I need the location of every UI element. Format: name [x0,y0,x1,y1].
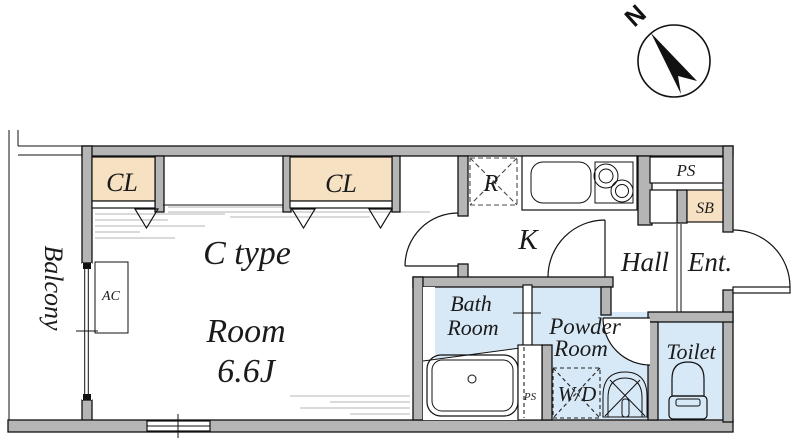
washer-dryer-space [552,367,601,419]
washbasin [602,371,648,418]
closet-door-triangle [133,208,160,230]
wall-segment [647,321,659,421]
toilet-tank [668,395,708,420]
kitchen-counter [521,155,638,211]
closet-1-label: CL [106,168,138,197]
bath-door [522,284,533,348]
bath-ledge [423,287,435,361]
toilet-label: Toilet [666,339,716,364]
sink [530,161,592,204]
room-size-label: 6.6J [217,353,277,390]
stove-burner [610,179,634,203]
entrance-label: Ent. [687,247,732,277]
ac-label: AC [101,289,121,304]
stove-burner [593,163,619,189]
wall-segment [676,189,688,224]
wall-segment [81,145,93,264]
refrigerator-label: R [483,171,499,197]
room-type-label: C type [203,235,291,272]
kitchen-hall-door [547,219,606,278]
toilet-flush-button [675,398,701,407]
pipe-space-box [649,156,724,184]
wall-segment [391,155,401,213]
closet-1-front [91,200,156,209]
pipe-space-label: PS [676,161,696,180]
entrance-door [732,229,791,294]
shoe-box [686,189,724,223]
wall-segment [722,289,734,423]
ac-unit [94,261,129,334]
wall-segment [412,276,614,288]
closet-2-front [289,200,393,209]
stove-burner [598,168,614,184]
entrance-door-arc [732,229,791,288]
pipe-space-small-label: PS [523,391,537,403]
floor-hatching [95,206,430,415]
closet-door-triangle [290,208,317,230]
powder-label-line1: Powder [548,314,622,339]
bath-label-line1: Bath [450,291,492,316]
closet-2-label: CL [325,169,357,198]
powder-room-door [602,317,651,366]
stove-burner [615,184,629,198]
balcony-railing [8,130,82,420]
closet-2 [289,156,393,202]
north-needle [651,33,697,94]
wall-segment [457,155,469,217]
bath-label-line2: Room [446,315,498,340]
wall-segment [722,145,734,233]
bottom-window [146,414,211,438]
wall-segment [412,276,424,421]
wall-segment [154,155,165,213]
toilet-bowl [671,361,705,397]
bathtub-drain [467,374,477,384]
wall-segment [541,344,553,421]
stove [594,161,634,204]
hall-niche [649,189,678,224]
wall-segment [647,311,734,323]
powder-label-line2: Room [553,336,608,361]
wall-segment [81,145,734,157]
washbasin-faucet [621,398,630,418]
labels: CL CL C type Room 6.6J Balcony AC K R PS… [39,161,732,406]
entrance-door-leaf [732,286,791,294]
north-arrow: N [620,0,711,98]
toilet-fixture [668,361,708,420]
powder-door-arc [602,317,651,366]
kitchen-door-arc [547,219,606,278]
washer-dryer-label: W/D [558,382,597,406]
closet-door-triangles [133,208,394,230]
wall-segment [600,286,612,316]
closet-1 [91,156,156,202]
north-circle [637,24,711,98]
shoe-box-label: SB [696,200,714,217]
pipe-space-channel [517,344,543,421]
balcony-label: Balcony [39,245,68,331]
hall-label: Hall [620,247,669,277]
room-name-label: Room [205,313,285,350]
north-label: N [620,0,652,33]
wall-segment [7,419,734,433]
bathtub-area [423,348,520,420]
refrigerator-space [469,157,518,206]
room-kitchen-door [404,212,459,267]
room-door-arc [404,212,459,267]
closet-door-triangle [367,208,394,230]
left-window [76,263,98,400]
kitchen-label: K [517,224,539,256]
toilet-floor [658,322,723,420]
